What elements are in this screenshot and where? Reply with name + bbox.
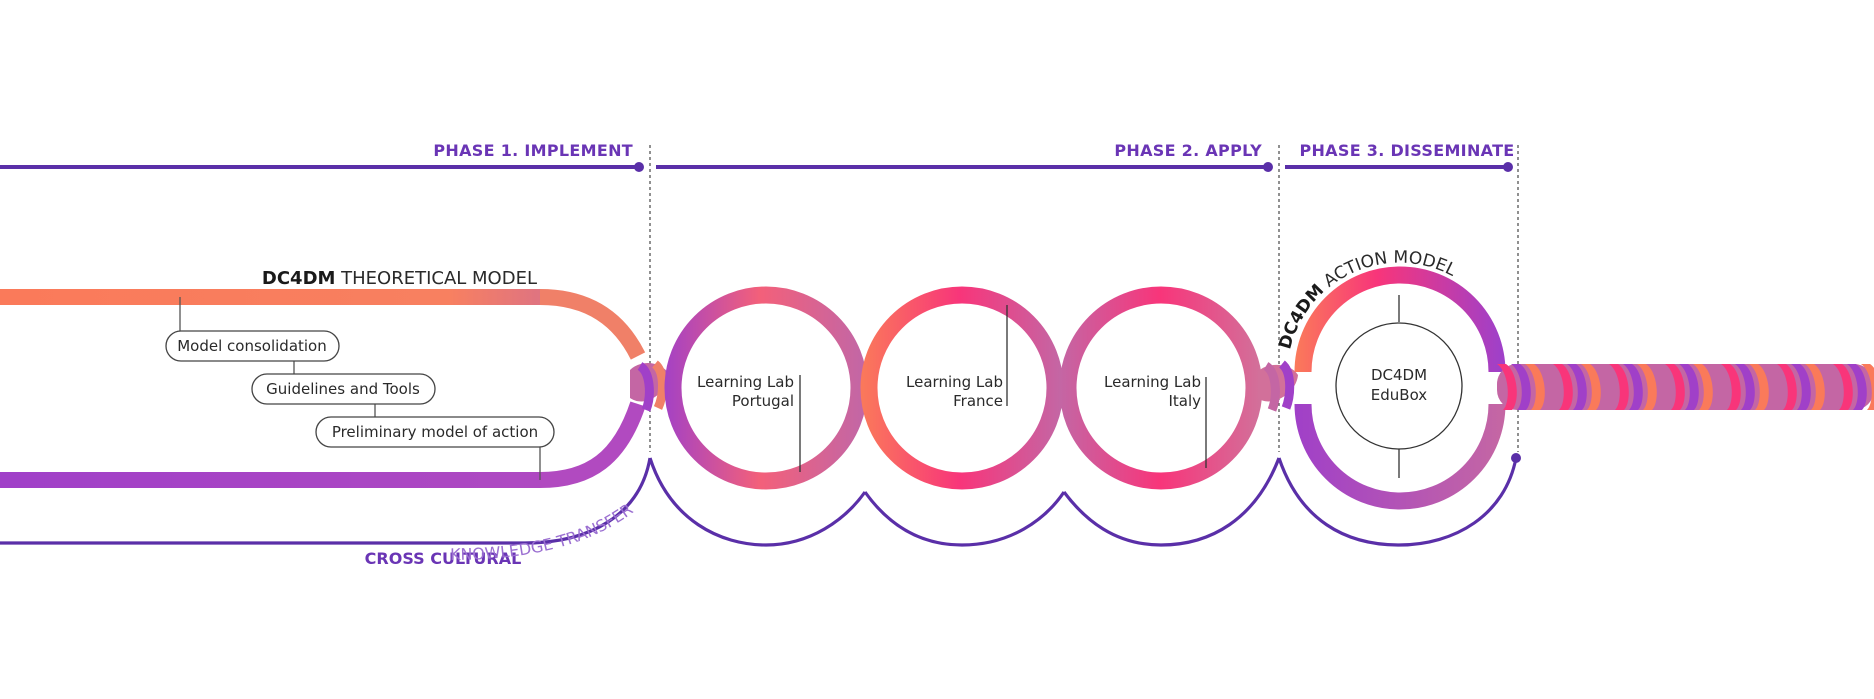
phase-1-title: PHASE 1. IMPLEMENT xyxy=(433,141,633,160)
rope-strand xyxy=(1609,364,1629,410)
twist-knot-2 xyxy=(1258,360,1298,412)
theoretical-model-bold: DC4DM xyxy=(262,268,336,289)
edubox: DC4DM EduBox xyxy=(1335,295,1463,478)
learning-lab-helix xyxy=(664,286,1263,490)
rope-strand xyxy=(1567,364,1587,410)
rope-strand xyxy=(1665,364,1685,410)
rope-strand xyxy=(1623,364,1643,410)
lab-italy-line2: Italy xyxy=(1168,392,1201,410)
phase-2-end-dot xyxy=(1263,162,1273,172)
theoretical-model-rest: THEORETICAL MODEL xyxy=(335,268,537,289)
rope-strand xyxy=(1539,364,1559,410)
step-3-label: Preliminary model of action xyxy=(332,423,538,441)
rope-strand xyxy=(1735,364,1755,410)
phase-3-title: PHASE 3. DISSEMINATE xyxy=(1299,141,1514,160)
rope-strand xyxy=(1553,364,1573,410)
step-guidelines-tools: Guidelines and Tools xyxy=(251,373,436,405)
rope-strand xyxy=(1651,364,1671,410)
phase-2-title: PHASE 2. APPLY xyxy=(1114,141,1262,160)
rope-strand xyxy=(1763,364,1783,410)
cross-cultural-label-1: CROSS CULTURAL xyxy=(365,549,522,568)
rope-strand xyxy=(1637,364,1657,410)
theoretical-model-band xyxy=(0,289,646,488)
cross-cultural-label-2: KNOWLEDGE TRANSFER xyxy=(450,500,637,564)
lab-portugal-line1: Learning Lab xyxy=(697,373,794,391)
lab-italy-ring xyxy=(1059,286,1263,490)
edubox-line1: DC4DM xyxy=(1371,366,1427,384)
step-model-consolidation: Model consolidation xyxy=(165,330,340,362)
lab-france-line2: France xyxy=(953,392,1003,410)
rope-strand xyxy=(1819,364,1839,410)
cross-cultural-end-dot xyxy=(1511,453,1521,463)
rope-strand xyxy=(1511,364,1531,410)
steps xyxy=(179,297,541,480)
twist-knot-1 xyxy=(630,360,670,412)
rope-strand xyxy=(1581,364,1601,410)
rope-strand xyxy=(1777,364,1797,410)
rope-strand xyxy=(1525,364,1545,410)
phase-1-end-dot xyxy=(634,162,644,172)
cross-cultural-rest: KNOWLEDGE TRANSFER xyxy=(450,500,637,564)
rope-strand xyxy=(1749,364,1769,410)
rope-strand xyxy=(1805,364,1825,410)
cross-cultural-line xyxy=(0,453,1521,547)
step-1-label: Model consolidation xyxy=(177,337,327,355)
rope-strand xyxy=(1497,364,1517,410)
lab-italy-line1: Learning Lab xyxy=(1104,373,1201,391)
lab-france-line1: Learning Lab xyxy=(906,373,1003,391)
rope-strand xyxy=(1721,364,1741,410)
theoretical-model-title: DC4DM THEORETICAL MODEL xyxy=(262,268,537,289)
rope-strand xyxy=(1861,364,1874,410)
phase-2-header: PHASE 2. APPLY xyxy=(656,141,1273,172)
lab-france-ring xyxy=(860,286,1064,490)
action-model-ring xyxy=(1294,266,1506,510)
phase-3-header: PHASE 3. DISSEMINATE xyxy=(1285,141,1514,172)
lab-portugal-ring xyxy=(664,286,868,490)
rope-strand xyxy=(1693,364,1713,410)
edubox-circle xyxy=(1335,322,1463,450)
lab-portugal-line2: Portugal xyxy=(732,392,794,410)
rope-strand xyxy=(1791,364,1811,410)
rope-strand xyxy=(1707,364,1727,410)
cross-cultural-bold: CROSS CULTURAL xyxy=(365,549,522,568)
lab-italy-label: Learning Lab Italy xyxy=(1104,373,1207,468)
rope-strand xyxy=(1833,364,1853,410)
edubox-line2: EduBox xyxy=(1371,386,1428,404)
lab-france-label: Learning Lab France xyxy=(906,305,1008,410)
phase-3-end-dot xyxy=(1503,162,1513,172)
twisted-rope xyxy=(1497,364,1874,410)
rope-strand xyxy=(1847,364,1867,410)
lab-portugal-label: Learning Lab Portugal xyxy=(697,373,801,472)
rope-strand xyxy=(1679,364,1699,410)
rope-strand xyxy=(1595,364,1615,410)
step-preliminary-model: Preliminary model of action xyxy=(315,416,555,448)
step-2-label: Guidelines and Tools xyxy=(266,380,420,398)
phase-1-header: PHASE 1. IMPLEMENT xyxy=(0,141,644,172)
